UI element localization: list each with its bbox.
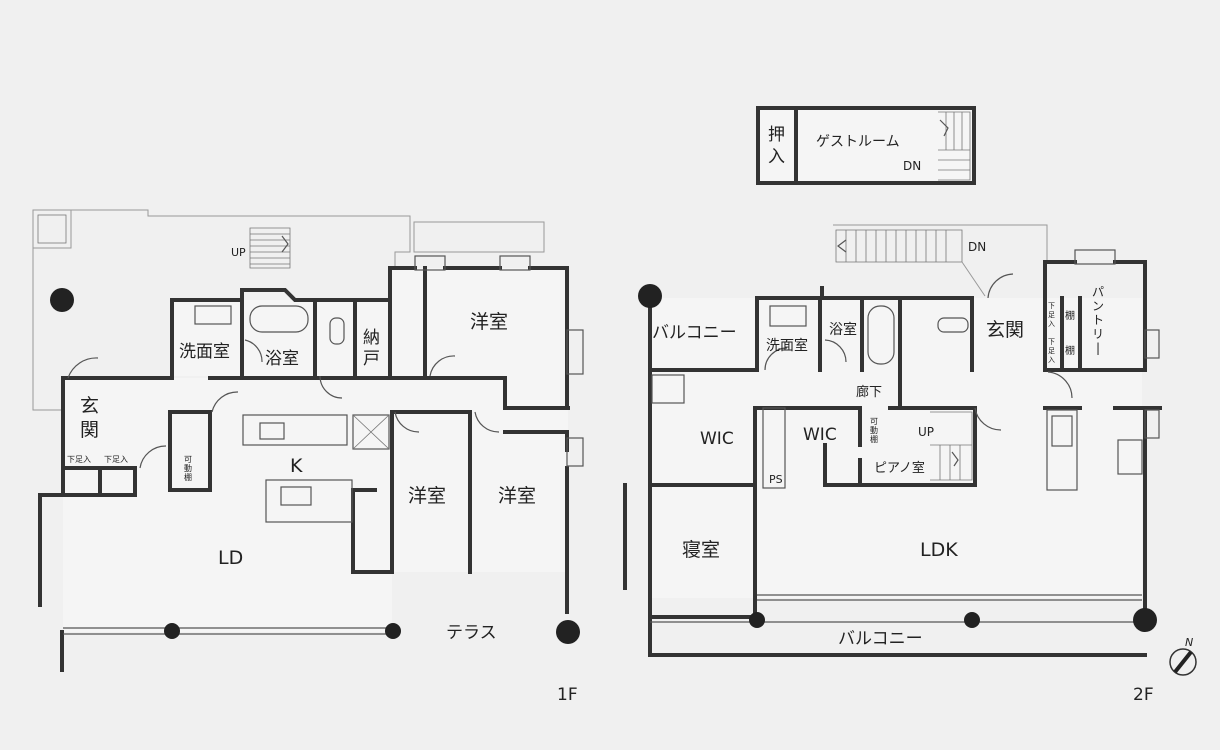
room-bath-1f: 浴室 <box>265 349 299 369</box>
compass-label: N <box>1185 636 1193 649</box>
svg-text:動: 動 <box>870 426 878 435</box>
room-guest-2f: ゲストルーム <box>816 134 900 150</box>
room-ld-1f: LD <box>218 547 243 569</box>
room-pantry-2f: パ ン ト リ | <box>1092 285 1104 355</box>
room-entrance-1f: 玄 関 <box>80 395 99 441</box>
svg-text:下: 下 <box>1048 338 1055 346</box>
svg-text:押: 押 <box>768 125 785 145</box>
shoe-storage-1f-b: 下足入 <box>104 455 128 464</box>
svg-text:納: 納 <box>363 328 380 348</box>
floor-label-1f: 1F <box>557 685 578 705</box>
ps-2f: PS <box>769 473 783 486</box>
hallway-2f: 廊下 <box>856 384 882 400</box>
svg-text:可: 可 <box>184 455 192 464</box>
movable-shelf-2f: 可 動 棚 <box>870 417 878 444</box>
room-wic-left-2f: WIC <box>700 429 734 449</box>
stair-down-guest <box>938 111 971 181</box>
room-kitchen-1f: K <box>290 455 303 477</box>
svg-text:入: 入 <box>768 147 785 167</box>
stair-up-label-1f: UP <box>231 246 246 259</box>
floor-1f: UP <box>32 209 584 672</box>
svg-text:足: 足 <box>1048 311 1055 319</box>
room-bedroom-2f: 寝室 <box>682 539 720 561</box>
shoe-storage-2f-b: 下 足 入 <box>1048 338 1055 364</box>
compass-icon <box>1169 648 1197 676</box>
room-storage-1f: 納 戸 <box>363 328 380 369</box>
shelf-2f-b: 棚 <box>1065 344 1075 357</box>
room-ldk-2f: LDK <box>920 539 958 561</box>
svg-text:ン: ン <box>1092 299 1104 313</box>
room-washroom-1f: 洗面室 <box>179 342 230 362</box>
svg-text:動: 動 <box>184 464 192 473</box>
stair-up-2f-label: UP <box>918 425 934 439</box>
svg-text:|: | <box>1096 341 1100 355</box>
shoe-storage-2f-a: 下 足 入 <box>1048 302 1055 328</box>
svg-text:棚: 棚 <box>184 472 192 482</box>
svg-text:可: 可 <box>870 417 878 426</box>
svg-text:棚: 棚 <box>870 434 878 444</box>
svg-text:ト: ト <box>1092 313 1104 327</box>
stair-down-top-label: DN <box>968 240 986 254</box>
floor-label-2f: 2F <box>1133 685 1154 705</box>
room-piano-2f: ピアノ室 <box>874 460 925 476</box>
svg-text:戸: 戸 <box>363 349 380 369</box>
svg-text:玄: 玄 <box>80 395 99 417</box>
svg-text:足: 足 <box>1048 347 1055 355</box>
svg-text:入: 入 <box>1048 356 1055 364</box>
room-western-right-1f: 洋室 <box>498 485 536 507</box>
movable-shelf-1f: 可 動 棚 <box>184 455 192 482</box>
svg-text:入: 入 <box>1048 320 1055 328</box>
room-western-mid-1f: 洋室 <box>408 485 446 507</box>
stair-up-2f <box>930 411 973 481</box>
stair-down-guest-label: DN <box>903 159 921 173</box>
room-western-top-1f: 洋室 <box>470 311 508 333</box>
room-wic-mid-2f: WIC <box>803 425 837 445</box>
svg-text:リ: リ <box>1092 327 1104 341</box>
shelf-2f-a: 棚 <box>1065 309 1075 322</box>
room-washroom-2f: 洗面室 <box>766 337 808 354</box>
shoe-storage-1f-a: 下足入 <box>67 455 91 464</box>
svg-text:関: 関 <box>80 419 99 441</box>
svg-text:下: 下 <box>1048 302 1055 310</box>
balcony-left-2f: バルコニー <box>652 323 737 343</box>
balcony-bottom-2f: バルコニー <box>838 629 923 649</box>
room-bath-2f: 浴室 <box>829 321 857 338</box>
room-entrance-2f: 玄関 <box>986 319 1024 341</box>
closet-2f: 押 入 <box>768 125 785 167</box>
floor-2f <box>623 106 1197 676</box>
terrace-1f: テラス <box>446 623 497 643</box>
svg-text:パ: パ <box>1092 285 1104 299</box>
stair-up-1f <box>249 227 291 269</box>
